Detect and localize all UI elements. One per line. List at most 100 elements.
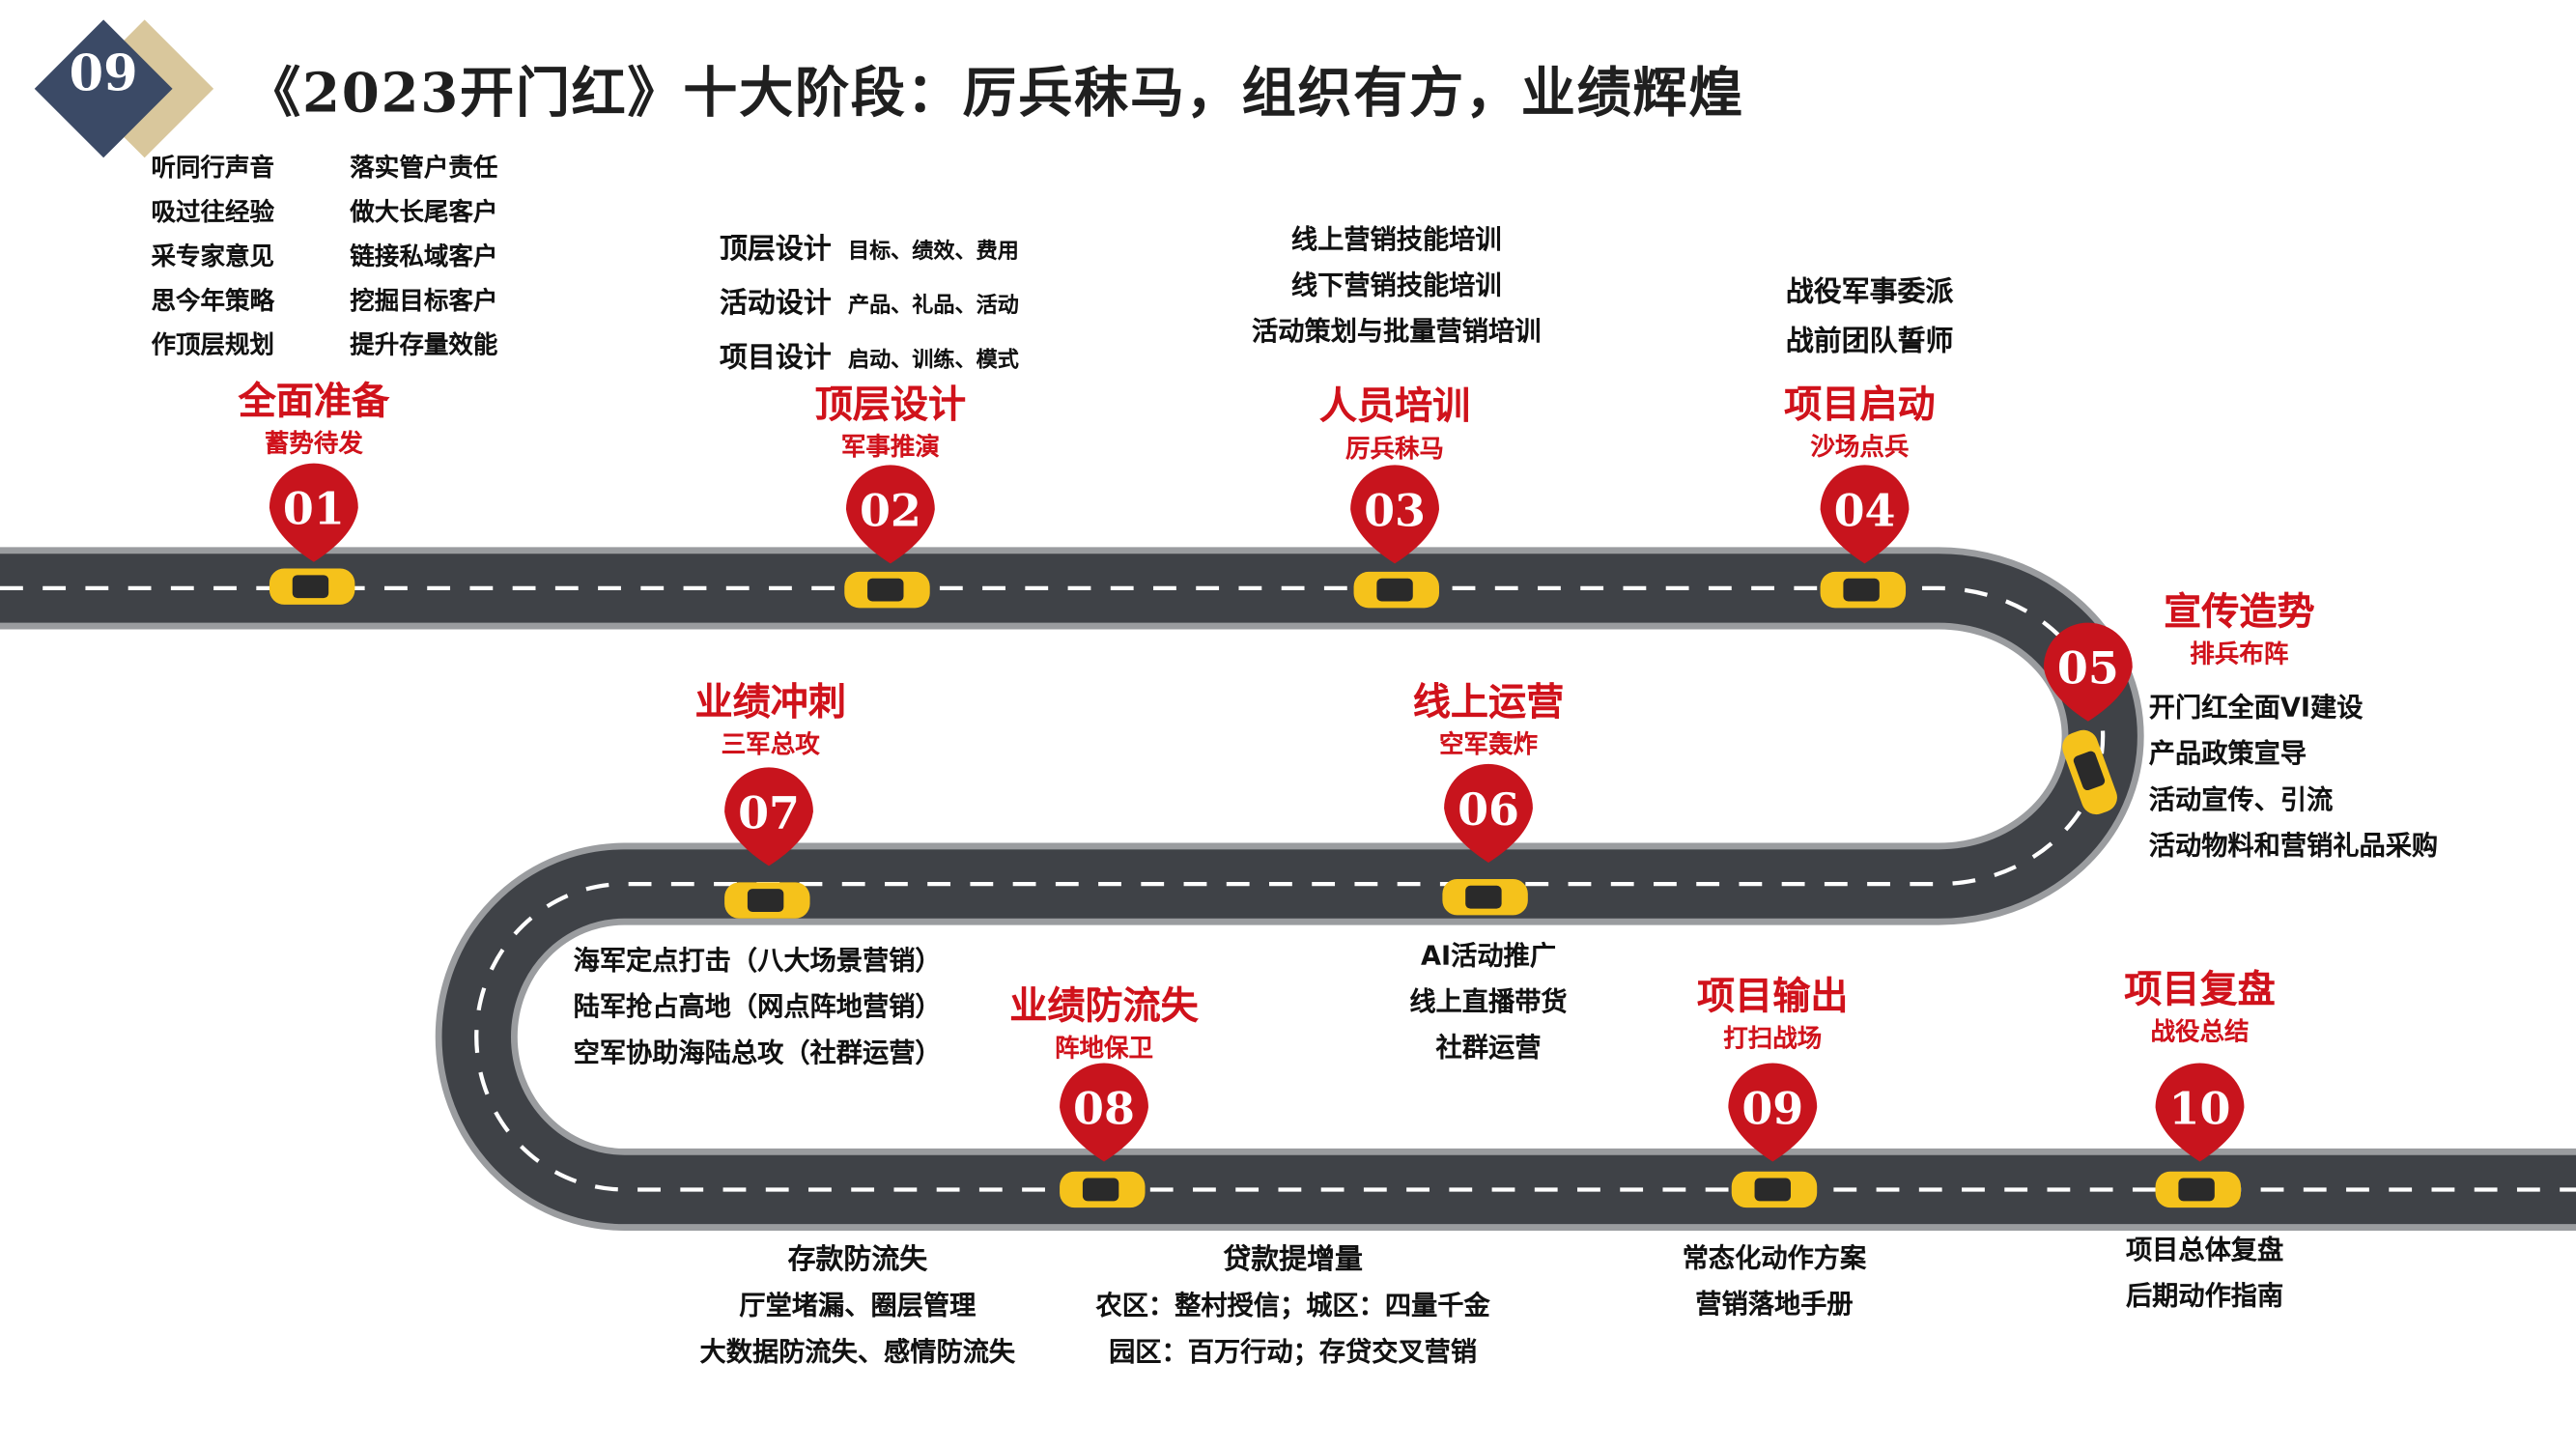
stage-label-08: 业绩防流失 阵地保卫 bbox=[973, 975, 1235, 1065]
list-item: 做大长尾客户 bbox=[350, 197, 498, 227]
stage-label-10: 项目复盘 战役总结 bbox=[2068, 958, 2331, 1049]
stage-subtitle: 蓄势待发 bbox=[264, 428, 363, 459]
pin-number: 10 bbox=[2169, 1082, 2231, 1134]
design-row: 项目设计 启动、训练、模式 bbox=[720, 332, 1019, 386]
list-item: 线上直播带货 bbox=[1409, 985, 1568, 1017]
pin-number: 08 bbox=[1073, 1082, 1135, 1134]
map-pin-icon: 01 bbox=[269, 463, 358, 562]
deposit-block: 存款防流失 厅堂堵漏、圈层管理 大数据防流失、感情防流失 bbox=[661, 1237, 1055, 1376]
stage-label-05: 宣传造势 排兵布阵 bbox=[2108, 580, 2370, 670]
intro-right-list: 落实管户责任 做大长尾客户 链接私域客户 挖掘目标客户 提升存量效能 bbox=[350, 146, 497, 368]
output-list: 常态化动作方案 营销落地手册 bbox=[1643, 1236, 1906, 1327]
car-icon bbox=[2155, 1171, 2242, 1208]
map-pin-icon: 07 bbox=[724, 767, 813, 867]
design-label: 项目设计 bbox=[719, 341, 832, 375]
list-item: 采专家意见 bbox=[151, 242, 275, 271]
pin-number: 05 bbox=[2057, 642, 2119, 695]
car-icon bbox=[1353, 571, 1439, 609]
car-icon bbox=[844, 571, 930, 609]
stage-subtitle: 军事推演 bbox=[840, 432, 940, 462]
stage-subtitle: 沙场点兵 bbox=[1810, 432, 1910, 462]
training-list: 线上营销技能培训 线下营销技能培训 活动策划与批量营销培训 bbox=[1183, 217, 1610, 355]
review-list: 项目总体复盘 后期动作指南 bbox=[2074, 1228, 2336, 1320]
stage-title: 顶层设计 bbox=[814, 384, 967, 428]
badge-diamond-dark bbox=[34, 19, 173, 158]
list-item: 作顶层规划 bbox=[151, 329, 275, 360]
list-item: 园区：百万行动；存贷交叉营销 bbox=[1109, 1335, 1478, 1368]
map-pin-icon: 06 bbox=[1444, 763, 1533, 863]
car-icon bbox=[2062, 729, 2117, 815]
top-design-list: 顶层设计 目标、绩效、费用 活动设计 产品、礼品、活动 项目设计 启动、训练、模… bbox=[720, 223, 1019, 385]
stage-subtitle: 打扫战场 bbox=[1723, 1023, 1823, 1054]
map-pin-icon: 03 bbox=[1350, 465, 1439, 564]
stage-label-03: 人员培训 厉兵秣马 bbox=[1263, 375, 1526, 466]
design-label: 顶层设计 bbox=[719, 233, 832, 267]
list-item: 吸过往经验 bbox=[151, 197, 275, 227]
kickoff-list: 战役军事委派 战前团队誓师 bbox=[1739, 268, 2001, 366]
design-label: 活动设计 bbox=[719, 287, 832, 321]
car-icon bbox=[1820, 571, 1907, 609]
stage-label-09: 项目输出 打扫战场 bbox=[1641, 964, 1904, 1055]
list-item: 链接私域客户 bbox=[350, 242, 498, 271]
list-item: 活动物料和营销礼品采购 bbox=[2148, 829, 2439, 862]
list-item: 空军协助海陆总攻（社群运营） bbox=[573, 1037, 942, 1068]
stage-label-01: 全面准备 蓄势待发 bbox=[183, 370, 445, 461]
design-row: 活动设计 产品、礼品、活动 bbox=[720, 277, 1019, 331]
car-icon bbox=[1442, 878, 1528, 916]
pin-number: 04 bbox=[1834, 484, 1896, 536]
intro-left-list: 听同行声音 吸过往经验 采专家意见 思今年策略 作顶层规划 bbox=[151, 146, 274, 368]
stage-subtitle: 排兵布阵 bbox=[2190, 639, 2289, 669]
car-icon bbox=[1731, 1171, 1818, 1208]
map-pin-icon: 04 bbox=[1820, 465, 1910, 564]
stage-subtitle: 厉兵秣马 bbox=[1345, 434, 1445, 464]
car-icon bbox=[724, 882, 810, 919]
list-item: 项目总体复盘 bbox=[2125, 1234, 2284, 1265]
list-item: 听同行声音 bbox=[151, 153, 275, 183]
loan-block: 贷款提增量 农区：整村授信；城区：四量千金 园区：百万行动；存贷交叉营销 bbox=[1055, 1237, 1531, 1376]
pin-number: 02 bbox=[860, 484, 921, 536]
list-item: 挖掘目标客户 bbox=[350, 285, 498, 316]
list-item: 农区：整村授信；城区：四量千金 bbox=[1095, 1290, 1490, 1321]
list-item: 线下营销技能培训 bbox=[1290, 269, 1502, 301]
stage-subtitle: 阵地保卫 bbox=[1054, 1033, 1154, 1064]
stage-label-07: 业绩冲刺 三军总攻 bbox=[639, 670, 902, 761]
list-item: 后期动作指南 bbox=[2125, 1280, 2284, 1312]
map-pin-icon: 08 bbox=[1060, 1063, 1148, 1162]
stage-label-06: 线上运营 空军轰炸 bbox=[1357, 670, 1620, 761]
list-item: 活动策划与批量营销培训 bbox=[1252, 315, 1542, 347]
design-row: 顶层设计 目标、绩效、费用 bbox=[720, 223, 1019, 277]
list-item: 活动宣传、引流 bbox=[2148, 783, 2334, 815]
map-pin-icon: 02 bbox=[845, 465, 935, 564]
promo-list: 开门红全面VI建设 产品政策宣导 活动宣传、引流 活动物料和营销礼品采购 bbox=[2149, 685, 2438, 869]
list-item: 常态化动作方案 bbox=[1682, 1241, 1867, 1274]
stage-title: 业绩防流失 bbox=[1009, 985, 1199, 1029]
stage-subtitle: 空军轰炸 bbox=[1438, 729, 1539, 759]
map-pin-icon: 05 bbox=[2043, 622, 2133, 722]
stage-title: 业绩冲刺 bbox=[694, 681, 846, 725]
page-title: 《2023开门红》十大阶段：厉兵秣马，组织有方，业绩辉煌 bbox=[246, 60, 1745, 126]
list-item: 思今年策略 bbox=[151, 285, 275, 316]
stage-title: 宣传造势 bbox=[2164, 591, 2315, 635]
design-detail: 目标、绩效、费用 bbox=[847, 240, 1019, 265]
stage-title: 全面准备 bbox=[238, 381, 390, 424]
list-item: 战前团队誓师 bbox=[1785, 325, 1954, 358]
stage-subtitle: 战役总结 bbox=[2150, 1016, 2250, 1047]
stage-title: 项目启动 bbox=[1784, 384, 1936, 428]
loan-heading: 贷款提增量 bbox=[1223, 1243, 1363, 1277]
section-number-badge: 09 bbox=[69, 45, 138, 104]
list-item: 营销落地手册 bbox=[1695, 1288, 1854, 1320]
list-item: 开门红全面VI建设 bbox=[2148, 692, 2364, 724]
list-item: 厅堂堵漏、圈层管理 bbox=[739, 1290, 977, 1321]
map-pin-icon: 10 bbox=[2155, 1063, 2245, 1162]
design-detail: 启动、训练、模式 bbox=[847, 348, 1019, 374]
stage-label-02: 顶层设计 军事推演 bbox=[759, 373, 1022, 464]
map-pin-icon: 09 bbox=[1728, 1063, 1818, 1162]
stage-title: 项目复盘 bbox=[2124, 969, 2276, 1012]
pin-number: 09 bbox=[1741, 1082, 1803, 1134]
list-item: 海军定点打击（八大场景营销） bbox=[573, 945, 942, 977]
stage-label-04: 项目启动 沙场点兵 bbox=[1728, 373, 1991, 464]
online-list: AI活动推广 线上直播带货 社群运营 bbox=[1357, 933, 1620, 1071]
list-item: AI活动推广 bbox=[1420, 939, 1557, 972]
